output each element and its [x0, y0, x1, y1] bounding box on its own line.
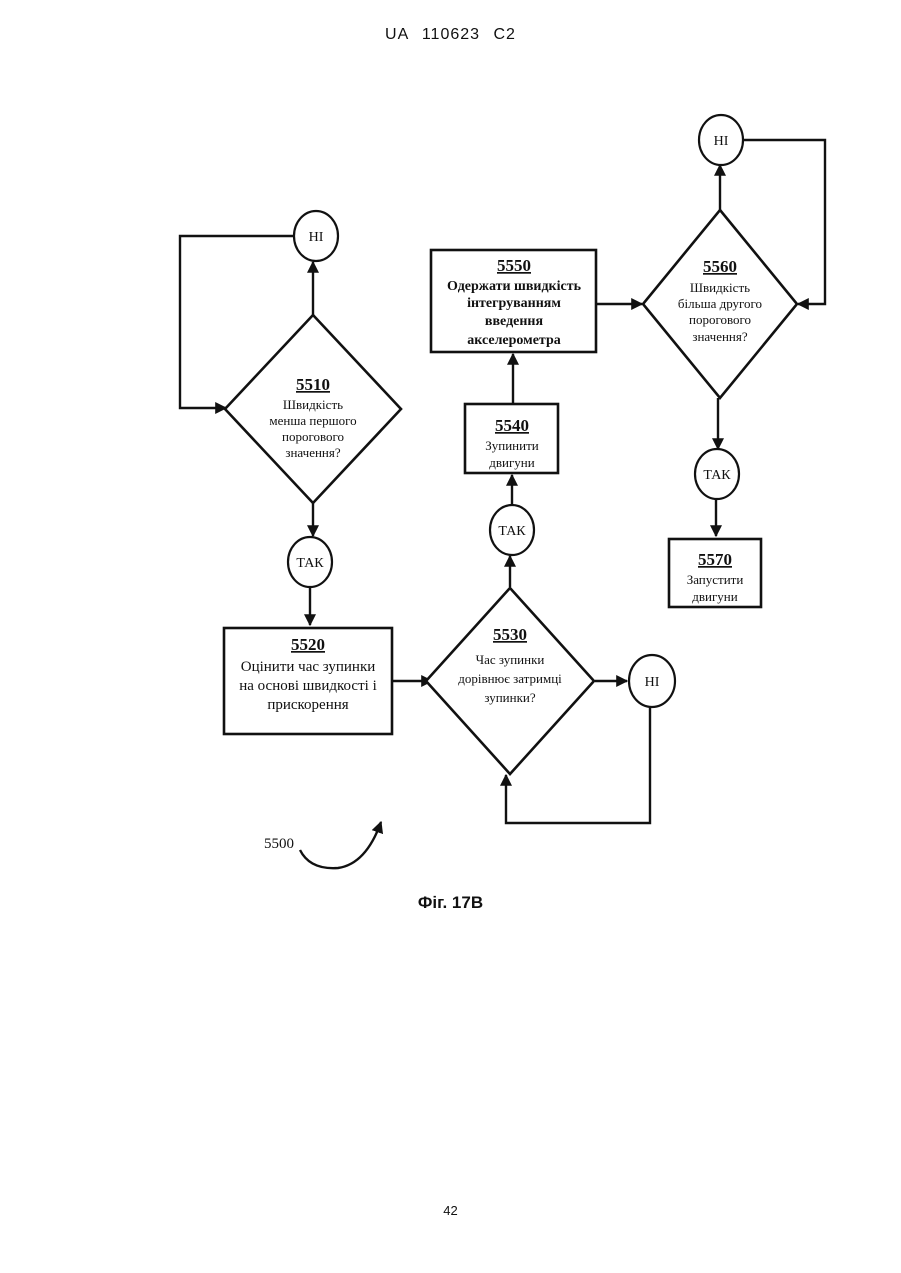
process-5570-line-1: Запустити — [687, 572, 744, 587]
process-5550-id: 5550 — [497, 256, 531, 275]
connector-yes-5530: ТАК — [490, 505, 534, 555]
process-5520-line-2: на основі швидкості і — [239, 678, 376, 694]
decision-5510-line-4: значення? — [285, 445, 341, 460]
connector-yes-5510: ТАК — [288, 537, 332, 587]
connector-no-5510-label: НІ — [309, 230, 324, 245]
decision-5530-line-3: зупинки? — [484, 690, 536, 705]
process-5520-line-3: прискорення — [267, 697, 348, 713]
decision-5560-line-2: більша другого — [678, 296, 762, 311]
connector-no-5510: НІ — [294, 211, 338, 261]
decision-5560-line-3: порогового — [689, 312, 751, 327]
process-5550: 5550 Одержати швидкість інтегруванням вв… — [431, 250, 596, 352]
connector-no-5560: НІ — [699, 115, 743, 165]
figure-reference-number: 5500 — [264, 836, 294, 852]
process-5540: 5540 Зупинити двигуни — [465, 404, 558, 473]
process-5570: 5570 Запустити двигуни — [669, 539, 761, 607]
connector-yes-5560: ТАК — [695, 449, 739, 499]
connector-no-5530: НІ — [629, 655, 675, 707]
connector-no-5560-label: НІ — [714, 134, 729, 149]
decision-5530-line-2: дорівнює затримці — [458, 671, 562, 686]
process-5540-id: 5540 — [495, 416, 529, 435]
connector-yes-5560-label: ТАК — [703, 468, 731, 483]
decision-5530: 5530 Час зупинки дорівнює затримці зупин… — [426, 588, 594, 774]
decision-5530-id: 5530 — [493, 625, 527, 644]
decision-5560-id: 5560 — [703, 257, 737, 276]
decision-5510-id: 5510 — [296, 375, 330, 394]
decision-5510-line-3: порогового — [282, 429, 344, 444]
connector-no-5530-label: НІ — [645, 675, 660, 690]
decision-5530-line-1: Час зупинки — [476, 652, 545, 667]
page-number: 42 — [0, 1203, 901, 1218]
decision-5560-line-1: Швидкість — [690, 280, 750, 295]
process-5550-line-4: акселерометра — [467, 333, 561, 348]
process-5550-line-3: введення — [485, 314, 544, 329]
process-5520-id: 5520 — [291, 635, 325, 654]
process-5520-line-1: Оцінити час зупинки — [241, 659, 376, 675]
process-5570-id: 5570 — [698, 550, 732, 569]
connector-yes-5510-label: ТАК — [296, 556, 324, 571]
process-5540-line-2: двигуни — [489, 455, 534, 470]
process-5550-line-1: Одержати швидкість — [447, 279, 582, 294]
process-5520: 5520 Оцінити час зупинки на основі швидк… — [224, 628, 392, 734]
connector-yes-5530-label: ТАК — [498, 524, 526, 539]
decision-5560: 5560 Швидкість більша другого порогового… — [643, 210, 797, 398]
decision-5510-line-1: Швидкість — [283, 397, 343, 412]
decision-5510-line-2: менша першого — [269, 413, 356, 428]
decision-5510: 5510 Швидкість менша першого порогового … — [225, 315, 401, 503]
process-5540-line-1: Зупинити — [485, 438, 539, 453]
reference-arrow — [300, 822, 381, 868]
process-5550-line-2: інтегруванням — [467, 296, 561, 311]
decision-5560-line-4: значення? — [692, 329, 748, 344]
figure-caption: Фіг. 17B — [0, 893, 901, 913]
process-5570-line-2: двигуни — [692, 589, 737, 604]
